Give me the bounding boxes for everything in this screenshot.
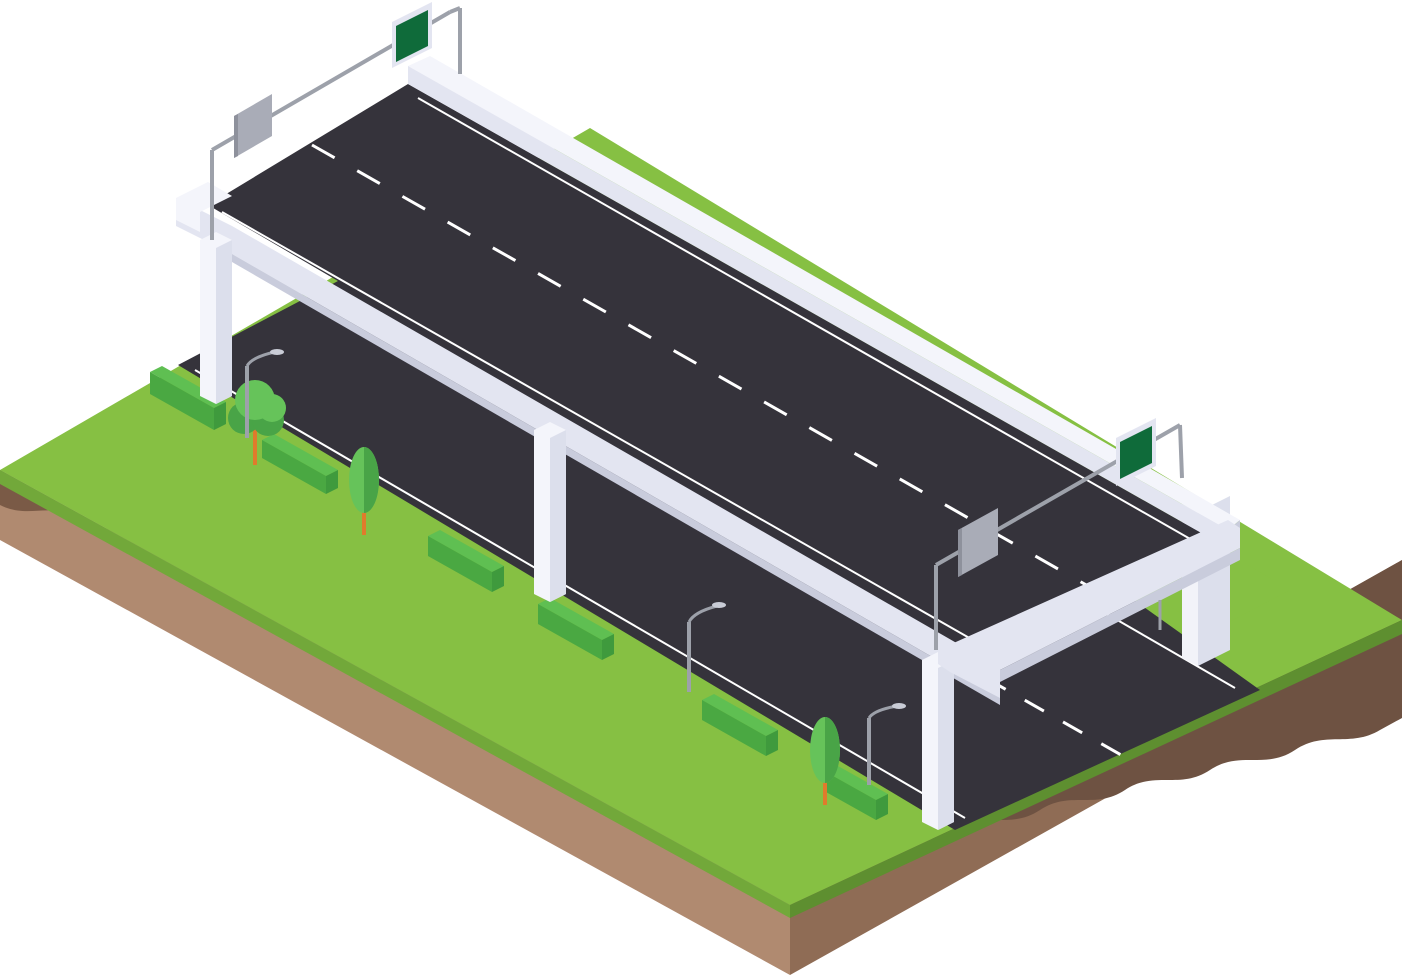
elevated-highway [176, 56, 1290, 830]
parapet-back-top [408, 56, 1240, 530]
deck-side-beam-lower [232, 254, 1000, 705]
crossbeam-right-face [1000, 548, 1240, 682]
gray-sign [958, 508, 998, 577]
hedge [428, 530, 504, 592]
deck-side-beam [176, 198, 1000, 696]
gray-sign [234, 94, 272, 158]
hedge [702, 694, 778, 756]
street-lamp [245, 349, 284, 438]
crossbeam-left [176, 198, 200, 232]
soil-front-face [0, 470, 790, 975]
sign-gantry-front [934, 418, 1184, 650]
tree [349, 447, 379, 535]
hedge [826, 766, 888, 820]
parapet-back-inner [408, 66, 1228, 548]
lower-road-edge-line [1099, 609, 1236, 689]
street-lamp [687, 602, 726, 692]
hedge [538, 598, 614, 660]
pillar-front-middle [534, 422, 566, 602]
pillar-front-left [200, 232, 232, 404]
sign-gantry-back [210, 2, 462, 240]
street-lamp [867, 703, 906, 785]
roadside-greenery [150, 349, 1235, 820]
crossbeam-right [938, 520, 1240, 698]
deck-end-left [176, 182, 232, 212]
tree [810, 717, 840, 805]
grass-edge-front [0, 470, 790, 918]
hedge [262, 434, 338, 494]
deck-edge-line [221, 211, 1009, 661]
pillar-front-right [922, 652, 954, 830]
